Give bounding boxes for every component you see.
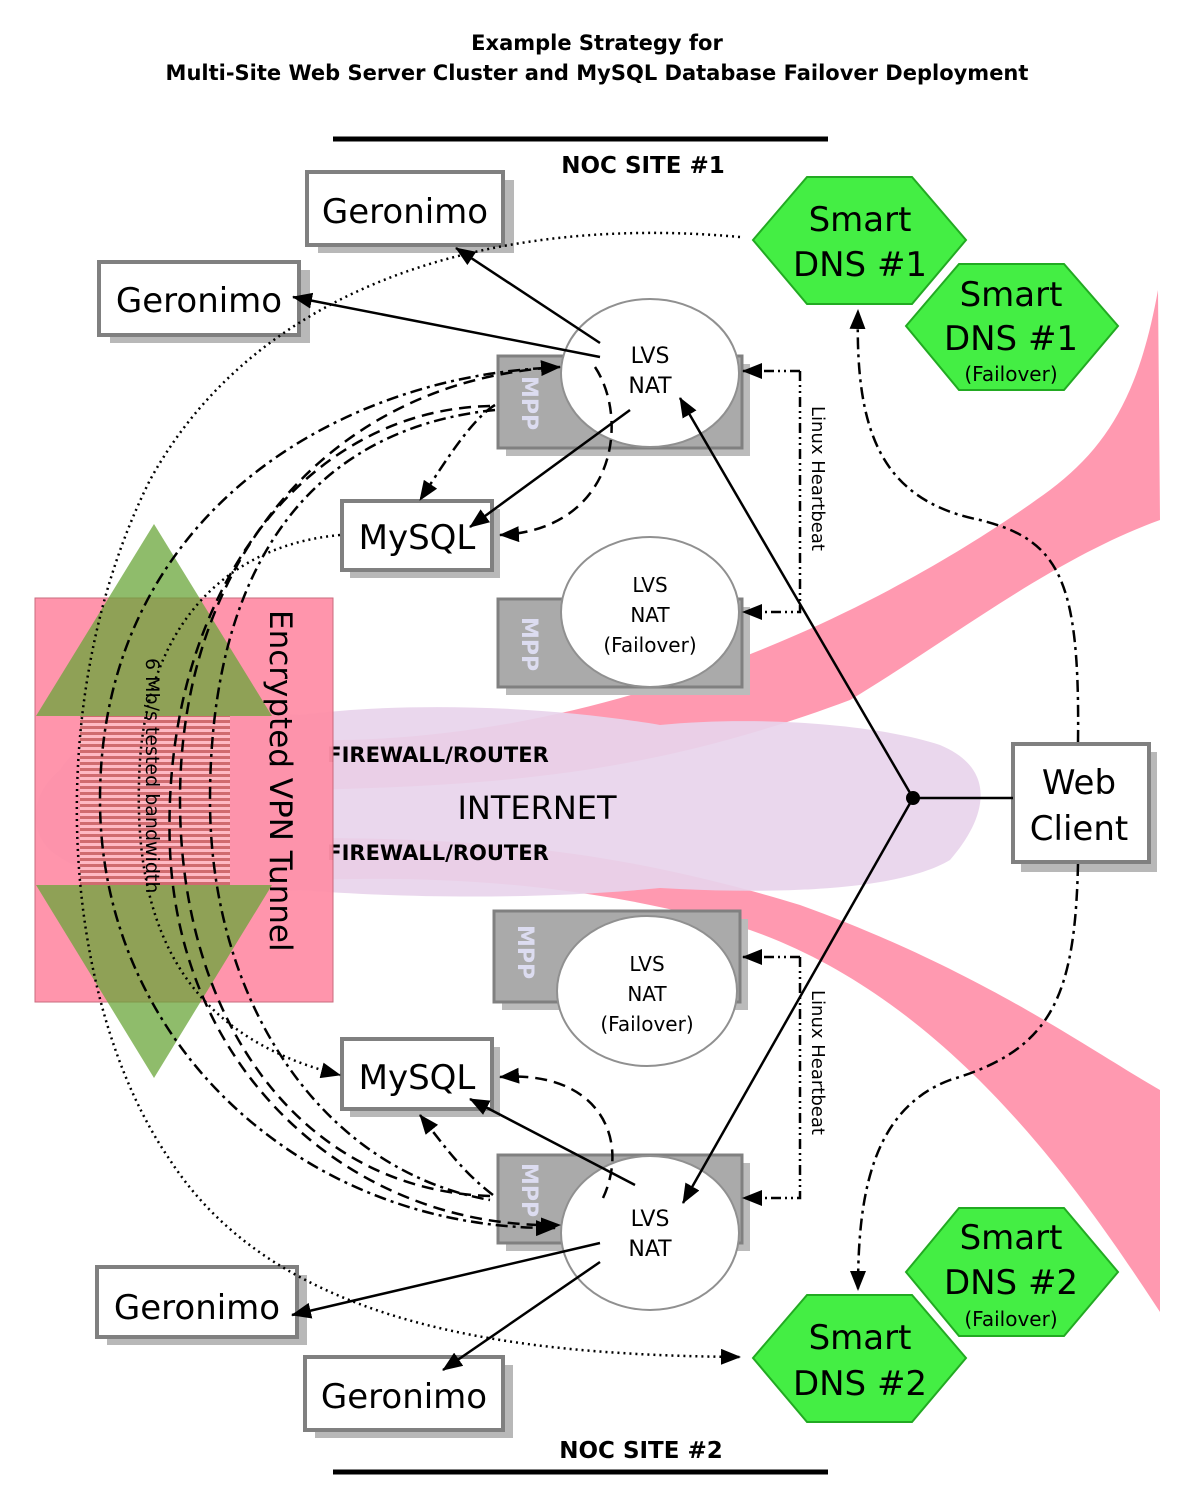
dns-sync-dotted	[75, 231, 741, 1365]
internet-label: INTERNET	[457, 789, 617, 827]
lvs-nat-failover-node	[560, 536, 740, 688]
dns-name-label: DNS #2	[793, 1364, 927, 1404]
vpn-label: Encrypted VPN Tunnel	[262, 610, 298, 952]
web-client-line1: Web	[1042, 763, 1116, 803]
mysql-label: MySQL	[359, 518, 476, 558]
bandwidth-label: 6 Mb/s tested bandwidth	[141, 658, 163, 893]
title-line-2: Multi-Site Web Server Cluster and MySQL …	[166, 61, 1029, 85]
dns-smart-label: Smart	[809, 200, 912, 240]
dns-name-label: DNS #1	[944, 319, 1078, 359]
dns-failover-label: (Failover)	[964, 1307, 1057, 1331]
vpn-bandwidth-pipe	[80, 716, 230, 885]
mpp-label: MPP	[516, 617, 541, 671]
geronimo-server-site2-b[interactable]: Geronimo	[303, 1355, 505, 1432]
lvs-nat-failover-node	[556, 915, 738, 1067]
geronimo-label: Geronimo	[322, 192, 488, 232]
lvs1-to-mysql	[469, 408, 631, 529]
smart-dns1[interactable]: Smart DNS #1	[751, 176, 968, 305]
firewall-beam-site2	[310, 838, 1160, 1312]
lvs-line2: NAT	[627, 982, 667, 1006]
dns-name-label: DNS #1	[793, 245, 927, 285]
geronimo-server-site2-a[interactable]: Geronimo	[95, 1265, 299, 1339]
lvs-line2: NAT	[630, 603, 670, 627]
site2-label: NOC SITE #2	[559, 1438, 723, 1464]
heartbeat-link-site2	[742, 957, 802, 1206]
lvs2-to-mysql	[469, 1097, 636, 1187]
geronimo-label: Geronimo	[114, 1288, 280, 1328]
mpp-label: MPP	[516, 376, 541, 430]
lvs-failover-tag: (Failover)	[600, 1012, 693, 1036]
lvs-line1: LVS	[632, 573, 667, 597]
vpn-down-arrow	[36, 885, 272, 1078]
web-client[interactable]: Web Client	[1011, 742, 1151, 864]
dns-name-label: DNS #2	[944, 1263, 1078, 1303]
lvs-nat-node	[560, 298, 740, 448]
lvs-failover-tag: (Failover)	[603, 633, 696, 657]
site1-label: NOC SITE #1	[561, 153, 725, 179]
mpp-lvs-failover-site2[interactable]: MPP LVS NAT (Failover)	[492, 909, 742, 1067]
hub-to-lvs-site1	[678, 397, 915, 799]
client-to-dns1	[849, 309, 1080, 743]
client-to-dns2	[850, 863, 1080, 1291]
mpp1-mysql-dashdot	[418, 403, 496, 501]
geronimo-label: Geronimo	[116, 281, 282, 321]
heartbeat-label-site1: Linux Heartbeat	[807, 406, 828, 551]
mpp-lvs-failover-site1[interactable]: MPP LVS NAT (Failover)	[496, 536, 744, 689]
lvs1-to-geronimo-b	[292, 292, 601, 359]
mpp-lvs-site1[interactable]: MPP LVS NAT	[496, 298, 744, 450]
dns-smart-label: Smart	[809, 1318, 912, 1358]
geronimo-server-site1-b[interactable]: Geronimo	[97, 260, 301, 337]
lvs-line1: LVS	[629, 952, 664, 976]
mpp-cross-site-dashed-1	[168, 404, 561, 1234]
geronimo-label: Geronimo	[321, 1377, 487, 1417]
mysql-label: MySQL	[359, 1058, 476, 1098]
title-line-1: Example Strategy for	[471, 31, 723, 55]
mpp-label: MPP	[516, 1163, 541, 1217]
mpp-cross-site-dashdot-2	[98, 366, 556, 1237]
lvs-line2: NAT	[628, 374, 672, 399]
mpp-cross-site-dashed-2	[178, 360, 561, 1198]
mysql-replication-dotted	[137, 533, 341, 1079]
lvs1-to-geronimo-a	[455, 246, 601, 345]
vpn-up-arrow	[36, 524, 272, 716]
hub-to-lvs-site2	[681, 797, 915, 1204]
mpp2-to-mysql-dashed	[499, 1067, 614, 1199]
dns-failover-label: (Failover)	[964, 362, 1057, 386]
dns-smart-label: Smart	[960, 275, 1063, 315]
mysql-server-site1[interactable]: MySQL	[340, 499, 494, 572]
smart-dns2[interactable]: Smart DNS #2	[751, 1294, 968, 1423]
heartbeat-label-site2: Linux Heartbeat	[807, 990, 828, 1135]
mysql-server-site2[interactable]: MySQL	[340, 1037, 494, 1111]
lvs-line1: LVS	[631, 1207, 670, 1232]
mpp-label: MPP	[512, 925, 537, 979]
mpp2-mysql-dashdot	[419, 1114, 494, 1196]
lvs-nat-node	[560, 1155, 740, 1311]
smart-dns1-failover[interactable]: Smart DNS #1 (Failover)	[904, 263, 1120, 391]
heartbeat-link-site1	[742, 371, 802, 620]
mpp1-to-mysql-dashed	[499, 366, 613, 543]
lvs2-to-geronimo-a	[291, 1241, 601, 1319]
smart-dns2-failover[interactable]: Smart DNS #2 (Failover)	[904, 1207, 1120, 1337]
mpp-cross-site-dashdot-1	[208, 408, 496, 1202]
lvs-line1: LVS	[631, 344, 670, 369]
web-client-line2: Client	[1030, 809, 1128, 849]
lvs2-to-geronimo-b	[442, 1260, 601, 1372]
lvs-line2: NAT	[628, 1237, 672, 1262]
firewall-router-label-2: FIREWALL/ROUTER	[327, 841, 549, 865]
dns-smart-label: Smart	[960, 1218, 1063, 1258]
firewall-router-label-1: FIREWALL/ROUTER	[327, 743, 549, 767]
geronimo-server-site1-a[interactable]: Geronimo	[305, 170, 505, 247]
